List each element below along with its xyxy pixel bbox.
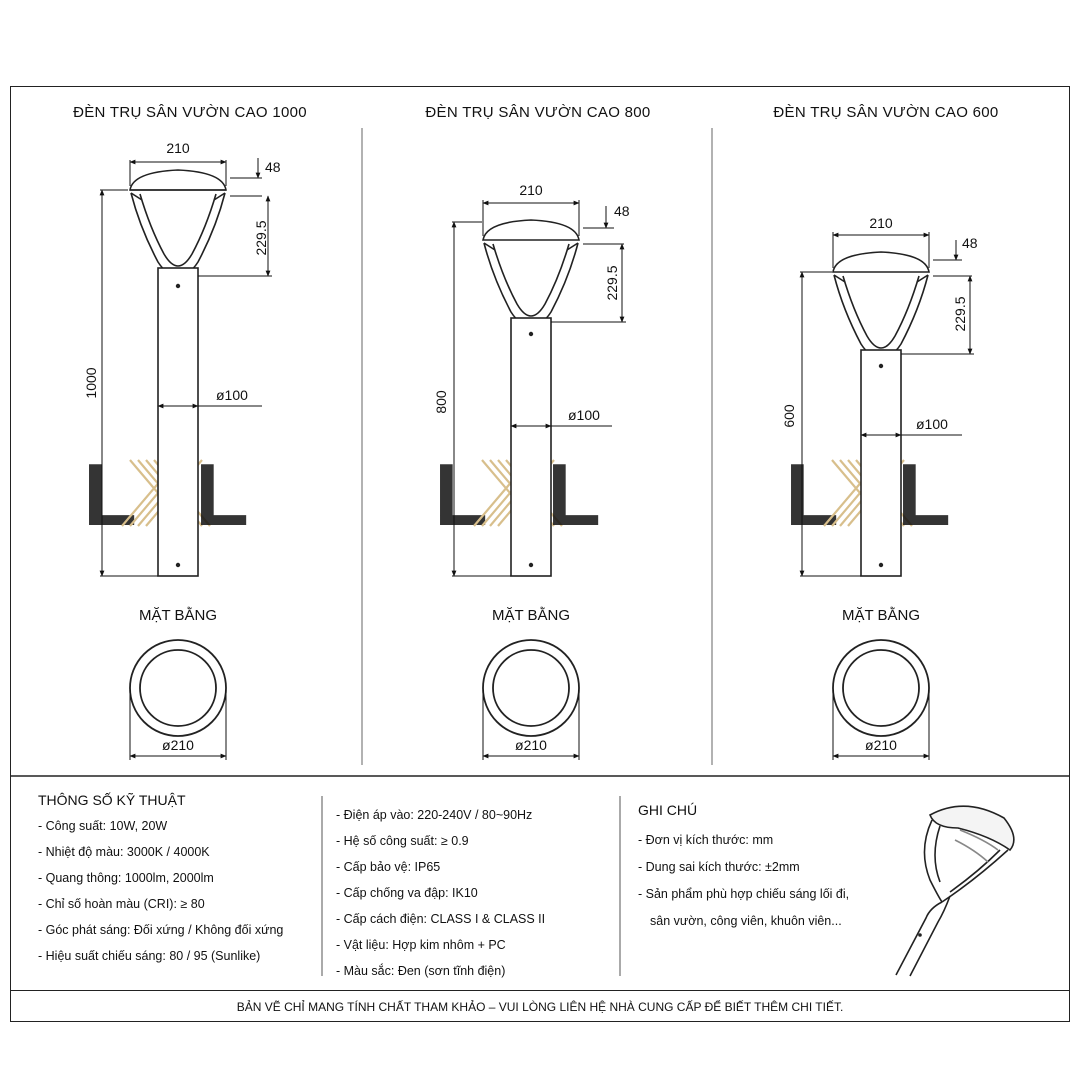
head-dimension: 229.5 bbox=[952, 296, 968, 331]
head-dimension: 229.5 bbox=[253, 220, 269, 255]
pole-diameter: ø100 bbox=[916, 416, 948, 432]
note-item: sân vườn, công viên, khuôn viên... bbox=[650, 914, 842, 928]
plan-inner-ring bbox=[139, 649, 217, 727]
spec-item: - Góc phát sáng: Đối xứng / Không đối xứ… bbox=[38, 923, 284, 937]
plan-outer-ring bbox=[129, 639, 227, 737]
drawing-sheet-border bbox=[10, 86, 1070, 1022]
lamp-body bbox=[129, 169, 227, 577]
plan-inner-ring bbox=[492, 649, 570, 727]
svg-text:L: L bbox=[434, 445, 488, 544]
footer-disclaimer: BẢN VẼ CHỈ MANG TÍNH CHẤT THAM KHẢO – VU… bbox=[10, 990, 1070, 1022]
spec-item: - Điện áp vào: 220-240V / 80~90Hz bbox=[336, 808, 533, 822]
spec-item: - Màu sắc: Đen (sơn tĩnh điện) bbox=[336, 964, 506, 978]
spec-item: - Chỉ số hoàn màu (CRI): ≥ 80 bbox=[38, 897, 205, 911]
notes-heading: GHI CHÚ bbox=[638, 802, 698, 818]
lamp-600-drawing: ĐÈN TRỤ SÂN VƯỜN CAO 600 L L bbox=[773, 104, 998, 760]
note-item: - Sản phẩm phù hợp chiếu sáng lối đi, bbox=[638, 887, 850, 901]
svg-text:L: L bbox=[785, 445, 839, 544]
svg-text:L: L bbox=[897, 445, 951, 544]
lamp-title: ĐÈN TRỤ SÂN VƯỜN CAO 600 bbox=[773, 104, 998, 121]
plan-outer-ring bbox=[832, 639, 930, 737]
spec-item: - Hệ số công suất: ≥ 0.9 bbox=[336, 834, 469, 848]
spec-item: - Hiệu suất chiếu sáng: 80 / 95 (Sunlike… bbox=[38, 949, 261, 963]
pole-diameter: ø100 bbox=[568, 407, 600, 423]
width-dimension: 210 bbox=[869, 215, 893, 231]
note-item: - Dung sai kích thước: ±2mm bbox=[638, 860, 800, 874]
plan-diameter: ø210 bbox=[162, 737, 194, 753]
spec-item: - Công suất: 10W, 20W bbox=[38, 819, 168, 833]
spec-item: - Vật liệu: Hợp kim nhôm + PC bbox=[336, 938, 506, 952]
plan-diameter: ø210 bbox=[515, 737, 547, 753]
specs-heading: THÔNG SỐ KỸ THUẬT bbox=[38, 792, 186, 808]
height-dimension: 600 bbox=[781, 404, 797, 428]
pole-diameter: ø100 bbox=[216, 387, 248, 403]
width-dimension: 210 bbox=[519, 182, 543, 198]
height-dimension: 1000 bbox=[83, 367, 99, 398]
width-dimension: 210 bbox=[166, 140, 190, 156]
plan-title: MẶT BẰNG bbox=[842, 606, 920, 624]
plan-title: MẶT BẰNG bbox=[492, 606, 570, 624]
height-dimension: 800 bbox=[433, 390, 449, 414]
lamp-1000-drawing: ĐÈN TRỤ SÂN VƯỜN CAO 1000 L L bbox=[73, 104, 307, 760]
lamp-body bbox=[482, 219, 580, 577]
spec-item: - Cấp chống va đập: IK10 bbox=[336, 886, 478, 900]
lamp-body bbox=[832, 251, 930, 577]
head-dimension: 229.5 bbox=[604, 265, 620, 300]
notes-column: - Đơn vị kích thước: mm - Dung sai kích … bbox=[638, 827, 849, 935]
plan-outer-ring bbox=[482, 639, 580, 737]
specs-column-2: - Điện áp vào: 220-240V / 80~90Hz - Hệ s… bbox=[336, 802, 545, 984]
plan-inner-ring bbox=[842, 649, 920, 727]
specs-column-1: - Công suất: 10W, 20W - Nhiệt độ màu: 30… bbox=[38, 813, 283, 969]
lamp-800-drawing: ĐÈN TRỤ SÂN VƯỜN CAO 800 L L bbox=[425, 104, 650, 760]
spec-item: - Quang thông: 1000lm, 2000lm bbox=[38, 871, 214, 885]
lamp-title: ĐÈN TRỤ SÂN VƯỜN CAO 800 bbox=[425, 104, 650, 121]
spec-item: - Nhiệt độ màu: 3000K / 4000K bbox=[38, 845, 210, 859]
svg-text:L: L bbox=[83, 445, 137, 544]
svg-text:L: L bbox=[195, 445, 249, 544]
cap-dimension: 48 bbox=[962, 235, 978, 251]
lxl-watermark: L L bbox=[434, 445, 601, 544]
plan-title: MẶT BẰNG bbox=[139, 606, 217, 624]
spec-item: - Cấp cách điện: CLASS I & CLASS II bbox=[336, 912, 546, 926]
svg-text:L: L bbox=[547, 445, 601, 544]
product-sketch bbox=[895, 805, 1015, 977]
cap-dimension: 48 bbox=[265, 159, 281, 175]
cap-dimension: 48 bbox=[614, 203, 630, 219]
note-item: - Đơn vị kích thước: mm bbox=[638, 833, 774, 847]
spec-item: - Cấp bảo vệ: IP65 bbox=[336, 860, 441, 874]
lamp-title: ĐÈN TRỤ SÂN VƯỜN CAO 1000 bbox=[73, 104, 307, 121]
plan-diameter: ø210 bbox=[865, 737, 897, 753]
